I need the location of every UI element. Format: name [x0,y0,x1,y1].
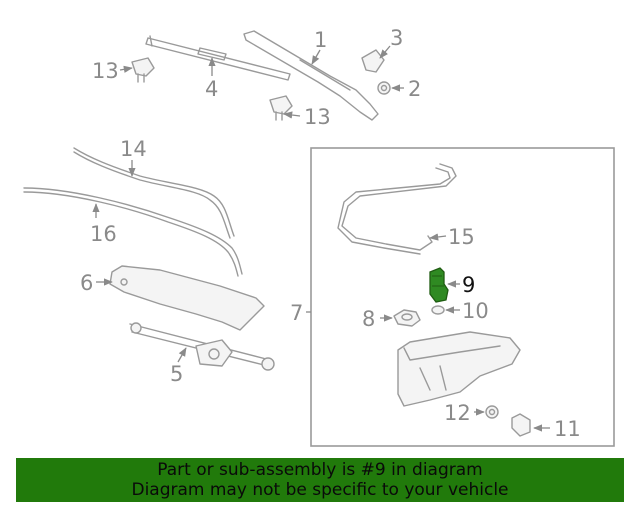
wiper-linkage[interactable] [129,322,275,371]
callout-13-right: 13 [304,105,331,129]
callout-16: 16 [90,222,117,246]
callout-6: 6 [80,271,93,295]
parts-diagram: 1 2 3 4 13 13 14 16 6 5 7 8 9 10 15 12 1… [23,26,615,447]
pivot-nut[interactable] [377,81,391,95]
callout-10: 10 [462,299,489,323]
cowl-panel[interactable] [109,265,265,331]
callout-15: 15 [448,225,475,249]
washer-reservoir[interactable] [397,331,521,407]
callout-12: 12 [444,401,471,425]
callout-3: 3 [390,26,403,50]
info-banner: Part or sub-assembly is #9 in diagram Di… [16,458,624,502]
washer-system-box [310,147,615,447]
pump-seal[interactable] [431,305,445,315]
callout-8: 8 [362,307,375,331]
leader-lines [92,45,550,432]
washer-hose-lower[interactable] [23,187,243,277]
washer-nozzle-left[interactable] [131,57,155,83]
pivot-cap[interactable] [361,49,385,73]
pump-grommet[interactable] [393,309,421,327]
wiper-blade[interactable] [145,35,291,81]
callout-13-left: 13 [92,59,119,83]
washer-pump[interactable] [429,267,449,303]
callout-2: 2 [408,77,421,101]
reservoir-plug[interactable] [485,405,499,419]
callout-7: 7 [290,301,303,325]
wiper-arm[interactable] [243,30,379,121]
washer-nozzle-right[interactable] [269,95,293,121]
callout-5: 5 [170,362,183,386]
banner-line-2: Diagram may not be specific to your vehi… [131,480,509,500]
washer-hose-upper[interactable] [73,147,235,239]
callout-9: 9 [462,273,475,297]
fluid-level-sensor[interactable] [511,413,531,437]
callout-11: 11 [554,417,581,441]
callout-1: 1 [314,28,327,52]
callout-4: 4 [205,77,218,101]
banner-line-1: Part or sub-assembly is #9 in diagram [157,460,483,480]
washer-hose-assembly[interactable] [337,163,457,255]
callout-14: 14 [120,137,147,161]
